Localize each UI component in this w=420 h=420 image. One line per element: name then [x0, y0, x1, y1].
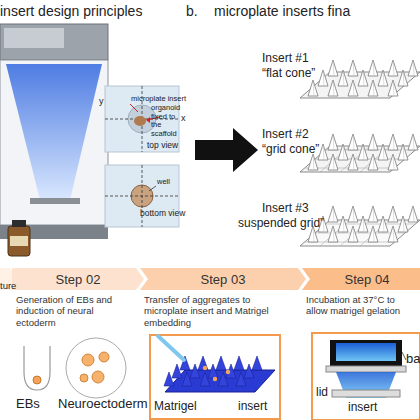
- part-label: lid: [316, 386, 328, 400]
- eb-illustration: [24, 338, 126, 398]
- axis-label: x: [181, 113, 186, 123]
- step-title: Step 04: [302, 268, 420, 290]
- part-label: insert: [238, 400, 267, 414]
- insert-name: Insert #3: [262, 202, 309, 216]
- transition-arrow: [195, 128, 258, 172]
- part-label: ba: [406, 352, 420, 367]
- step-band: Step 03Transfer of aggregates to micropl…: [140, 268, 306, 290]
- panel-heading: microplate inserts fina: [214, 3, 350, 19]
- panel-letter: b.: [186, 3, 198, 19]
- callout-text: organoid fixed to the scaffold: [151, 104, 185, 139]
- step-description: Transfer of aggregates to microplate ins…: [144, 294, 294, 328]
- imaging-device: [0, 24, 108, 256]
- part-label: EBs: [16, 397, 40, 412]
- step-band: Step 04Incubation at 37°C to allow matri…: [302, 268, 420, 290]
- part-label: Neuroectoderm: [58, 397, 148, 412]
- insert-name: Insert #1: [262, 52, 309, 66]
- chevron-fill: [302, 268, 420, 290]
- chevron-fill: [12, 268, 144, 290]
- insert-name: suspended grid”: [238, 217, 324, 231]
- insert-name: “grid cone”: [262, 143, 319, 157]
- axis-label: y: [99, 96, 104, 106]
- step-description: ture: [0, 281, 16, 292]
- chevron-fill: [140, 268, 306, 290]
- callout-text: well: [157, 178, 170, 187]
- insert-name: “flat cone”: [262, 67, 315, 81]
- part-label: Matrigel: [154, 400, 197, 414]
- view-label: bottom view: [140, 209, 185, 219]
- part-label: insert: [348, 401, 377, 415]
- step-title: Step 03: [140, 268, 306, 290]
- insert-name: Insert #2: [262, 128, 309, 142]
- incubation-assembly: [312, 333, 420, 420]
- view-label: top view: [147, 141, 178, 151]
- step-description: Incubation at 37°C to allow matrigel gel…: [306, 294, 418, 317]
- step-title: Step 02: [12, 268, 144, 290]
- insert-flat-cone: [300, 60, 420, 98]
- matrigel-embedding: [150, 335, 280, 419]
- panel-heading: insert design principles: [0, 3, 142, 19]
- callout-text: microplate insert: [131, 95, 186, 104]
- step-description: Generation of EBs and induction of neura…: [16, 294, 134, 328]
- step-band: Step 02Generation of EBs and induction o…: [12, 268, 144, 290]
